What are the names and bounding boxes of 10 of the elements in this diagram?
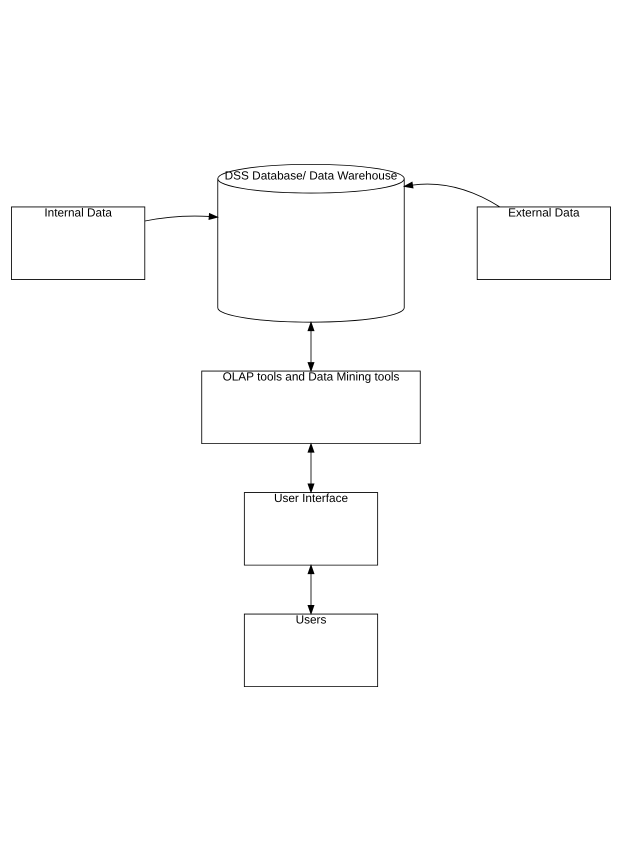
arrow	[307, 442, 315, 494]
node-box: User Interface	[244, 492, 378, 566]
node-box: Users	[244, 614, 378, 688]
node-box: External Data	[476, 206, 611, 280]
node-box: Internal Data	[11, 206, 146, 280]
arrow	[307, 320, 315, 372]
arrow	[144, 212, 219, 222]
arrow	[307, 564, 315, 616]
node-box: OLAP tools and Data Mining tools	[201, 370, 421, 444]
arrow	[402, 182, 500, 208]
